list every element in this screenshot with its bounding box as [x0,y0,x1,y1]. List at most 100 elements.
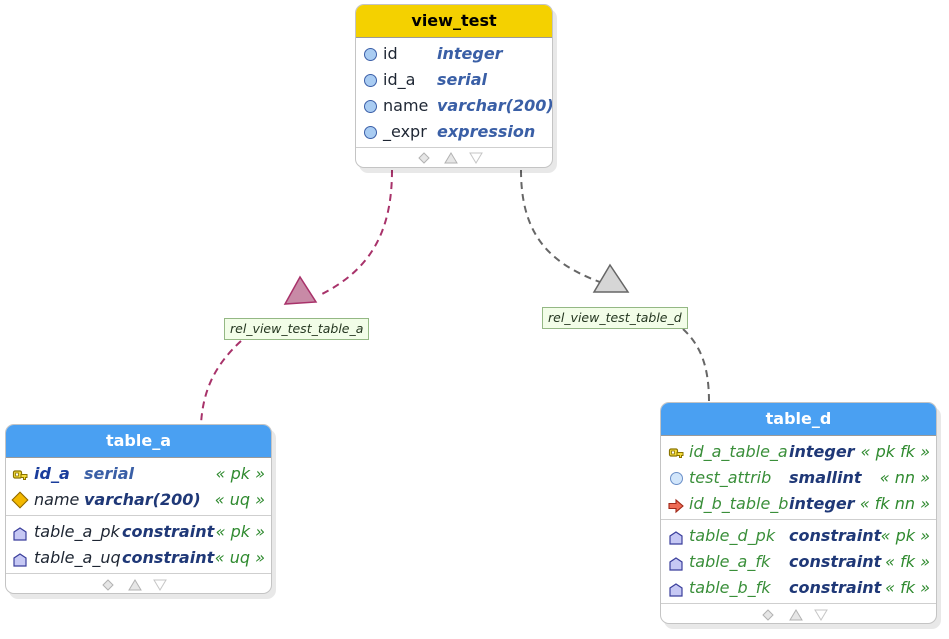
primary-key-icon [12,466,28,482]
column-type: varchar(200) [84,490,201,509]
table-d-object-row[interactable]: table_a_fk constraint « fk » [661,549,936,575]
constraint-icon [668,580,684,597]
column-type: serial [84,464,135,483]
object-type: constraint [789,552,882,571]
table-a-columns: id_a serial « pk » name varchar(200) « u… [6,458,271,516]
constraint-icon [668,554,684,571]
relationship-line-table-a-lower[interactable] [200,340,242,425]
table-a-column-row[interactable]: id_a serial « pk » [6,461,271,487]
column-constraints: « pk fk » [860,442,930,461]
column-name: name [383,96,429,115]
collapse-diamond-icon[interactable] [102,579,114,591]
table-d-column-row[interactable]: test_attrib smallint « nn » [661,465,936,491]
column-type: varchar(200) [437,96,553,115]
table-a-column-row[interactable]: name varchar(200) « uq » [6,487,271,513]
object-name: table_a_fk [689,552,771,571]
view-test-table[interactable]: view_test id integer id_a serial name va… [355,4,553,168]
column-type: serial [437,70,488,89]
object-type: constraint [122,548,215,567]
table-a-object-row[interactable]: table_a_pk constraint « pk » [6,519,271,545]
object-constraints: « pk » [215,522,265,541]
column-circle-icon [364,47,377,61]
relationship-line-table-a-upper[interactable] [317,169,393,297]
table-a-objects: table_a_pk constraint « pk » table_a_uq … [6,516,271,574]
column-constraints: « pk » [215,464,265,483]
column-name: name [34,490,80,509]
table-a-title[interactable]: table_a [6,425,271,458]
relationship-line-table-d-upper[interactable] [520,169,601,283]
rel-view-test-table-d-label[interactable]: rel_view_test_table_d [542,307,688,329]
table-d-table[interactable]: table_d id_a_table_a integer « pk fk » t… [660,402,937,624]
expand-up-icon[interactable] [444,152,458,164]
column-type: integer [789,494,855,513]
table-a-object-row[interactable]: table_a_uq constraint « uq » [6,545,271,571]
table-a-footer [6,574,271,593]
column-name: id [383,44,398,63]
column-circle-icon [364,99,377,113]
column-type: smallint [789,468,862,487]
column-name: id_b_table_b [689,494,789,513]
table-d-object-row[interactable]: table_b_fk constraint « fk » [661,575,936,601]
table-d-object-row[interactable]: table_d_pk constraint « pk » [661,523,936,549]
constraint-icon [668,528,684,545]
view-test-columns: id integer id_a serial name varchar(200)… [356,38,552,148]
column-constraints: « uq » [214,490,265,509]
expand-down-icon[interactable] [469,152,483,164]
unique-key-icon [11,491,29,509]
view-test-footer [356,148,552,167]
rel-view-test-table-a-label[interactable]: rel_view_test_table_a [224,318,370,340]
object-type: constraint [122,522,215,541]
table-a-table[interactable]: table_a id_a serial « pk » name varchar(… [5,424,272,594]
column-circle-icon [364,73,377,87]
object-name: table_a_pk [34,522,120,541]
column-circle-icon [670,471,683,485]
view-test-column-row[interactable]: name varchar(200) [356,93,552,119]
object-constraints: « uq » [214,548,265,567]
foreign-key-arrow-icon [668,496,684,514]
column-name: id_a_table_a [689,442,788,461]
object-name: table_b_fk [689,578,771,597]
object-constraints: « fk » [885,578,930,597]
constraint-icon [12,550,28,567]
expand-up-icon[interactable] [128,579,142,591]
footer-controls [418,152,483,164]
column-constraints: « nn » [879,468,930,487]
expand-down-icon[interactable] [153,579,167,591]
column-circle-icon [364,125,377,139]
column-name: id_a [383,70,416,89]
view-test-column-row[interactable]: _expr expression [356,119,552,145]
footer-controls [762,609,828,621]
object-type: constraint [789,526,882,545]
view-test-column-row[interactable]: id integer [356,41,552,67]
primary-key-icon [668,444,684,460]
column-constraints: « fk nn » [859,494,930,513]
column-type: integer [789,442,855,461]
column-type: integer [437,44,503,63]
column-type: expression [437,122,536,141]
expand-up-icon[interactable] [789,609,803,621]
collapse-diamond-icon[interactable] [418,152,430,164]
table-d-column-row[interactable]: id_a_table_a integer « pk fk » [661,439,936,465]
view-test-column-row[interactable]: id_a serial [356,67,552,93]
collapse-diamond-icon[interactable] [762,609,774,621]
relationship-line-table-d-lower[interactable] [682,328,710,403]
object-type: constraint [789,578,882,597]
column-name: _expr [383,122,427,141]
table-d-column-row[interactable]: id_b_table_b integer « fk nn » [661,491,936,517]
relationship-triangle-table-a [283,275,318,305]
table-d-columns: id_a_table_a integer « pk fk » test_attr… [661,436,936,520]
expand-down-icon[interactable] [814,609,828,621]
table-d-footer [661,604,936,623]
table-d-title[interactable]: table_d [661,403,936,436]
relationship-triangle-table-d [592,263,630,293]
object-name: table_d_pk [689,526,776,545]
footer-controls [102,579,167,591]
table-d-objects: table_d_pk constraint « pk » table_a_fk … [661,520,936,604]
object-constraints: « fk » [885,552,930,571]
object-name: table_a_uq [34,548,121,567]
constraint-icon [12,524,28,541]
column-name: id_a [34,464,70,483]
object-constraints: « pk » [880,526,930,545]
view-test-title[interactable]: view_test [356,5,552,38]
